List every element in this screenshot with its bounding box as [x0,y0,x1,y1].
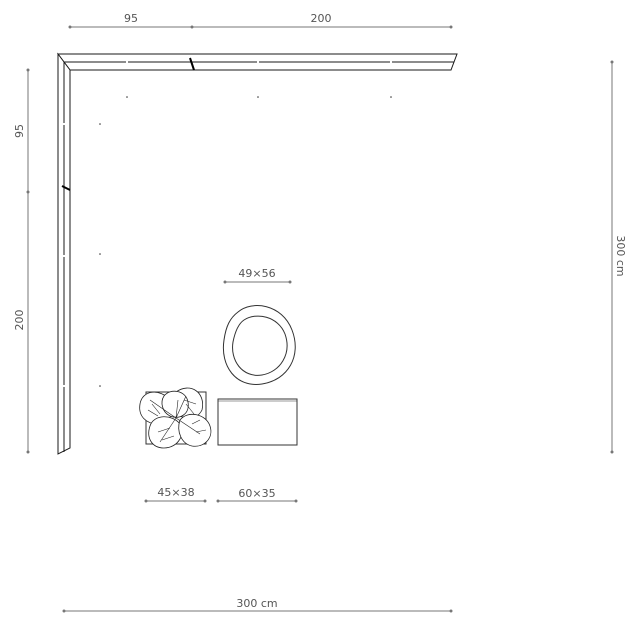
dim-top-right-label: 200 [311,12,332,25]
plant-icon [139,387,212,449]
dim-chair-label: 49×56 [238,267,275,280]
dim-right-total-label: 300 cm [614,235,627,276]
side-table-icon [217,398,298,446]
dimension-labels: 95 200 300 cm 95 200 300 cm 49×56 45×38 … [12,11,629,610]
dim-left-upper-label: 95 [13,124,26,138]
dim-table-label: 60×35 [238,487,275,500]
dim-top-left-label: 95 [124,12,138,25]
dim-plant-label: 45×38 [157,486,194,499]
dim-left-lower-label: 200 [13,310,26,331]
walls [57,52,458,455]
armchair-icon [222,305,296,385]
dimension-lines [26,25,614,613]
dim-bottom-total-label: 300 cm [236,597,277,610]
